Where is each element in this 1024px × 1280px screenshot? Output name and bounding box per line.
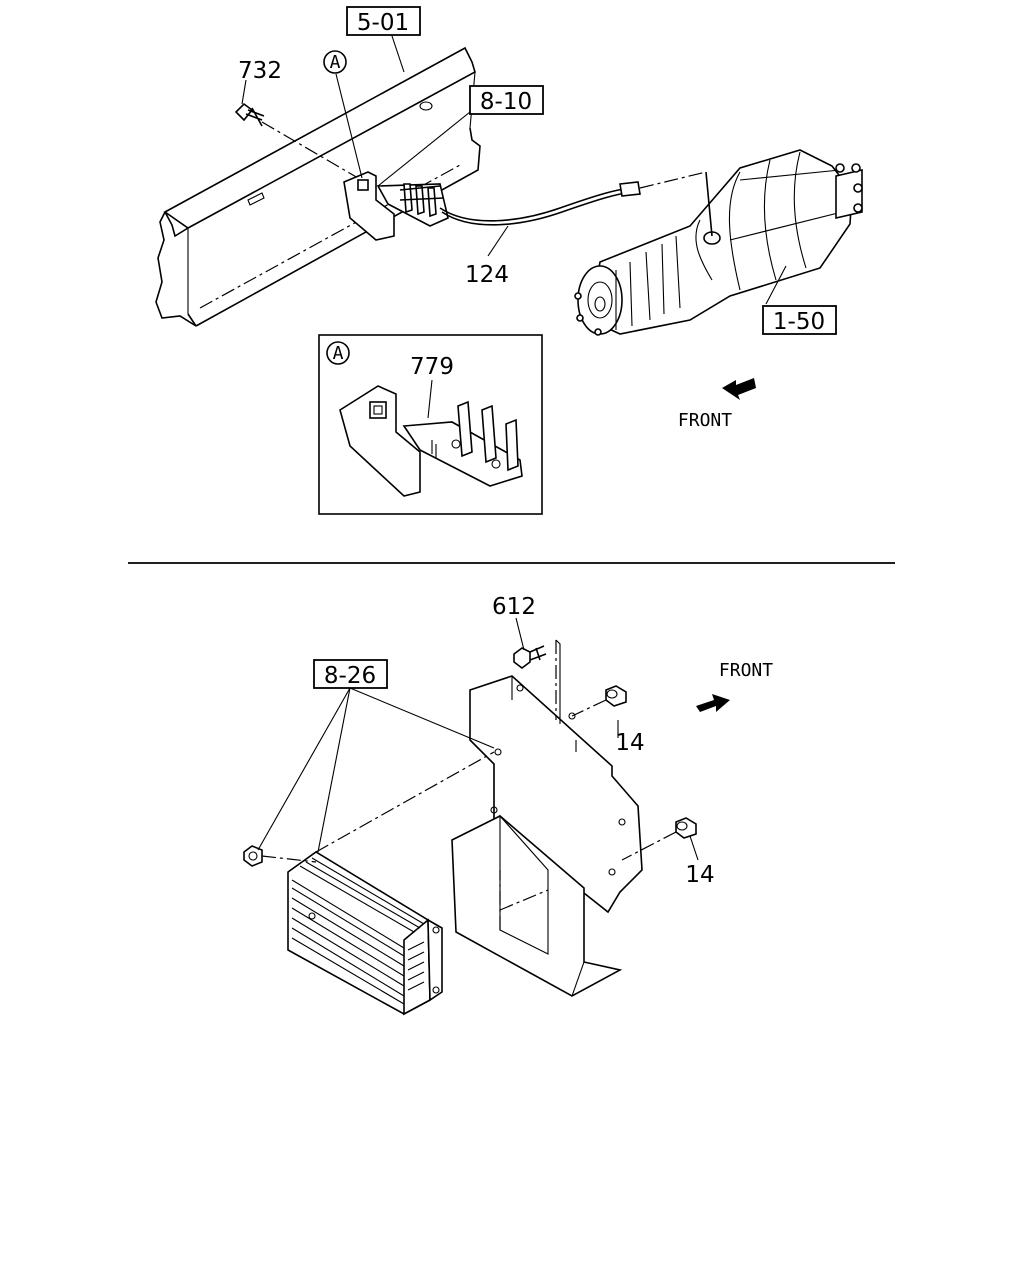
detail-a-marker-label: A (330, 52, 341, 73)
front-arrow-top-icon (722, 378, 756, 400)
part-number-612: 612 (492, 594, 536, 620)
front-label-top: FRONT (678, 410, 732, 431)
bolt-732 (234, 102, 359, 179)
part-number-14-lower: 14 (685, 862, 714, 888)
callout-5-01-label: 5-01 (357, 10, 409, 36)
part-number-14-upper: 14 (615, 730, 644, 756)
front-arrow-bottom-icon (696, 694, 730, 712)
callout-8-26: 8-26 (313, 659, 388, 689)
callout-1-50-label: 1-50 (773, 309, 825, 335)
control-unit (287, 851, 443, 1016)
cable-124 (439, 171, 707, 226)
detail-a-inset: A 779 (318, 334, 543, 515)
bolt-612 (513, 639, 561, 724)
top-leader-lines (241, 35, 787, 305)
upper-bracket (343, 171, 449, 241)
front-arrow-bottom: FRONT (696, 660, 773, 712)
callout-8-10-label: 8-10 (480, 89, 532, 115)
part-number-732: 732 (238, 58, 282, 84)
nut-8-26 (243, 845, 263, 867)
part-number-779: 779 (410, 354, 454, 380)
front-arrow-top: FRONT (678, 378, 756, 431)
front-label-bottom: FRONT (719, 660, 773, 681)
callout-8-26-label: 8-26 (324, 663, 376, 689)
bottom-alignment-lines (261, 751, 549, 911)
canister-1-50 (574, 149, 863, 336)
detail-a-marker: A (323, 50, 347, 74)
callout-8-10: 8-10 (469, 85, 544, 115)
callout-5-01: 5-01 (346, 6, 421, 36)
lower-bracket (451, 814, 623, 997)
nut-14-upper (571, 685, 627, 717)
detail-a-inset-label: A (333, 343, 344, 364)
nut-14-lower (621, 817, 697, 861)
mounting-plate (469, 675, 643, 914)
bottom-leader-lines (257, 617, 699, 861)
callout-1-50: 1-50 (762, 305, 837, 335)
part-number-124: 124 (465, 262, 509, 288)
